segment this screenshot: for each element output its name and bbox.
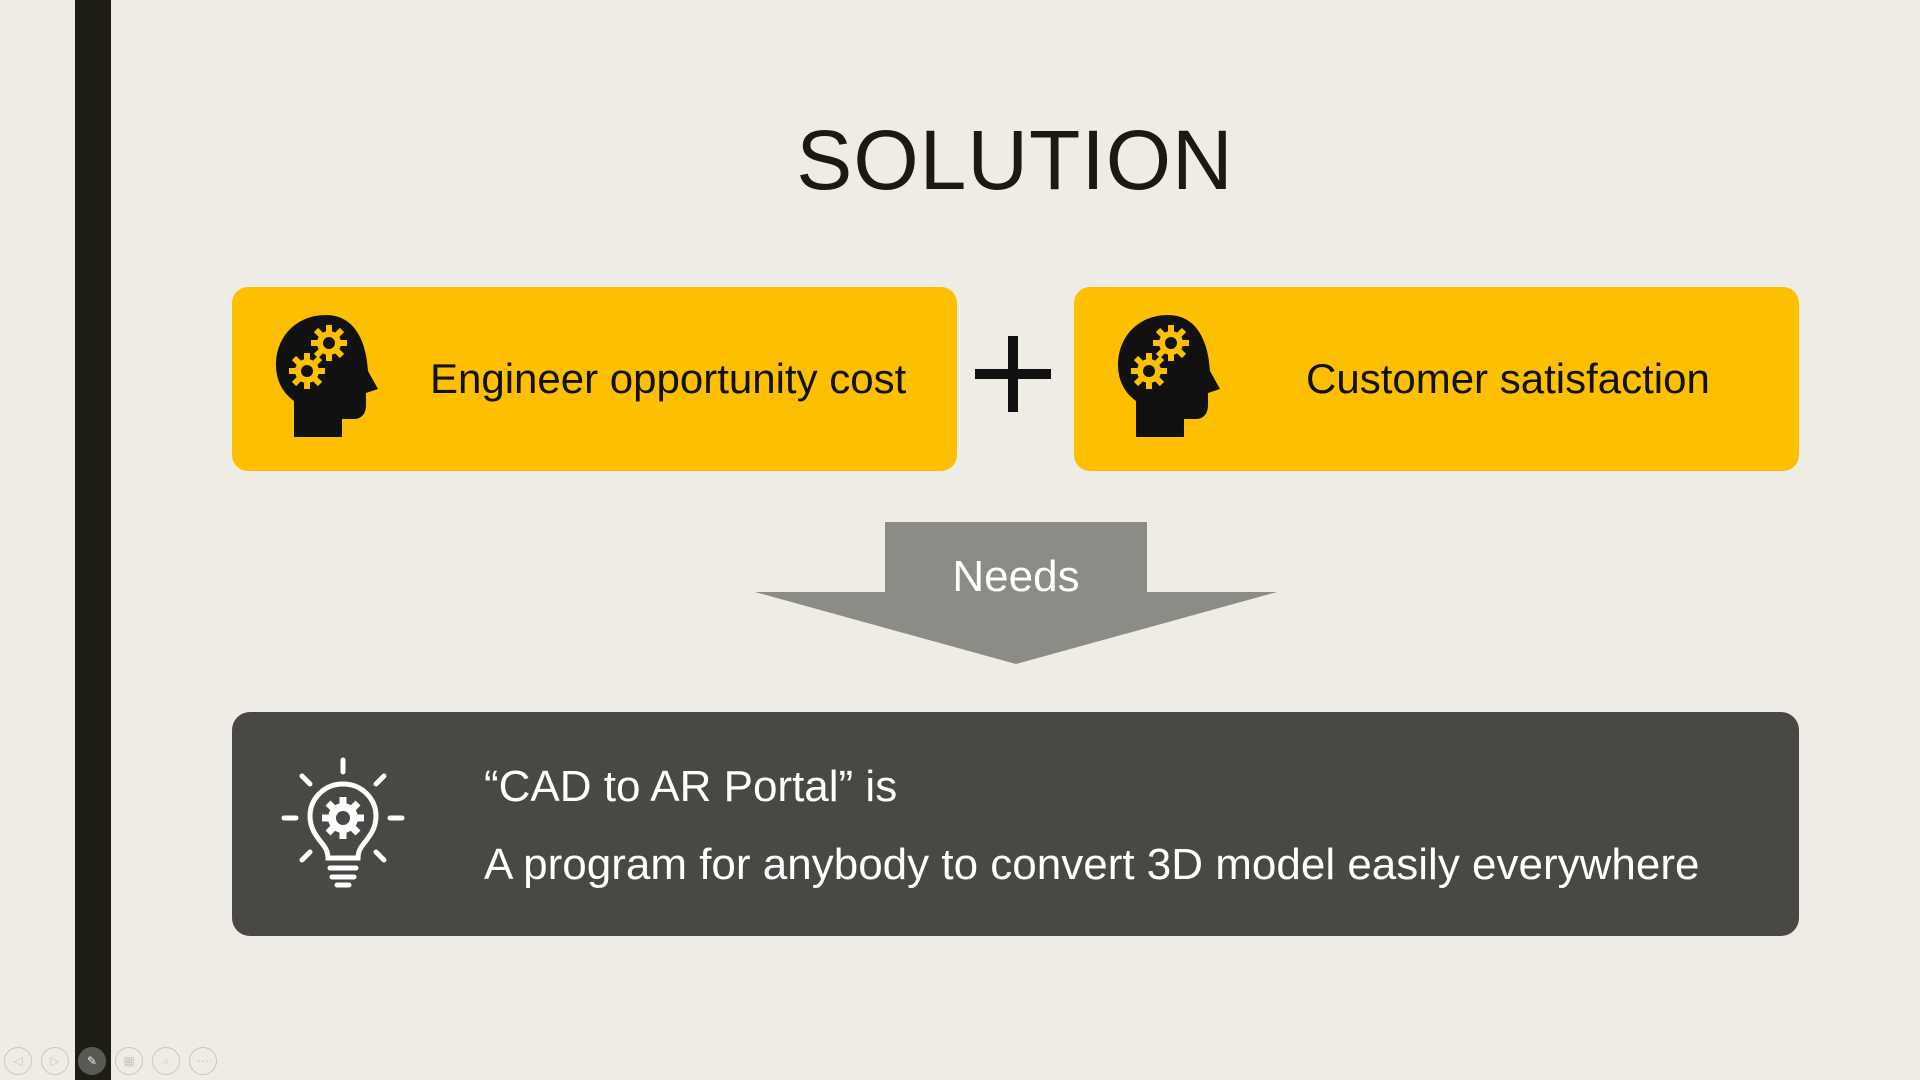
head-gears-icon	[1118, 315, 1220, 437]
needs-arrow-shape	[755, 522, 1277, 664]
lightbulb-gear-icon	[281, 757, 405, 888]
pen-tool-button[interactable]: ✎	[78, 1047, 106, 1075]
pen-icon: ✎	[86, 1054, 98, 1068]
engineer-opportunity-cost-label: Engineer opportunity cost	[430, 355, 907, 402]
chevron-left-icon: ◁	[13, 1054, 23, 1068]
slide-title: SOLUTION	[796, 113, 1234, 207]
more-icon: ⋯	[197, 1054, 209, 1068]
customer-satisfaction-label: Customer satisfaction	[1306, 355, 1710, 402]
slides-icon: ▦	[123, 1054, 135, 1068]
plus-icon	[975, 336, 1051, 412]
head-gears-icon	[276, 315, 378, 437]
next-slide-button[interactable]: ▷	[41, 1047, 69, 1075]
needs-label: Needs	[952, 552, 1080, 601]
solution-line-1: “CAD to AR Portal” is	[484, 762, 898, 811]
slides-overview-button[interactable]: ▦	[115, 1047, 143, 1075]
left-accent-bar	[75, 0, 111, 1080]
zoom-button[interactable]: ⌕	[152, 1047, 180, 1075]
more-options-button[interactable]: ⋯	[189, 1047, 217, 1075]
previous-slide-button[interactable]: ◁	[4, 1047, 32, 1075]
slideshow-controls: ◁ ▷ ✎ ▦ ⌕ ⋯	[4, 1047, 217, 1077]
engineer-opportunity-cost-card: Engineer opportunity cost	[232, 287, 957, 471]
magnifier-icon: ⌕	[162, 1054, 170, 1068]
solution-box: “CAD to AR Portal” is A program for anyb…	[232, 712, 1799, 936]
solution-line-2: A program for anybody to convert 3D mode…	[484, 840, 1700, 889]
chevron-right-icon: ▷	[50, 1054, 60, 1068]
customer-satisfaction-card: Customer satisfaction	[1074, 287, 1799, 471]
